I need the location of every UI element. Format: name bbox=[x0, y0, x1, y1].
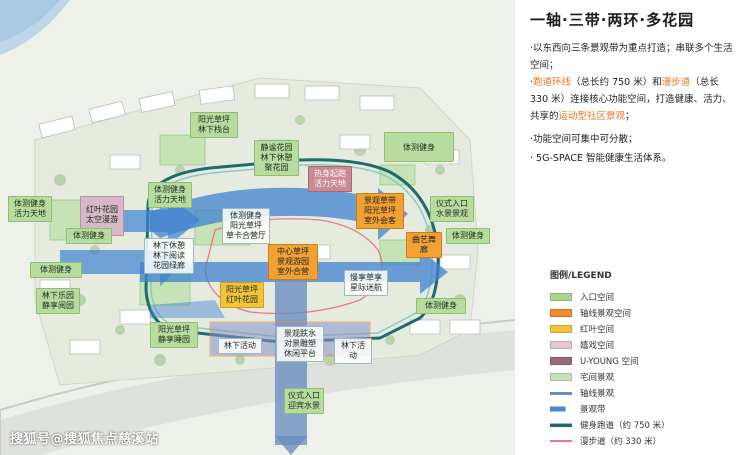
label-ceremony-entrance-east: 仪式入口 水景景观 bbox=[430, 196, 474, 222]
label-fitness-lawn-hall: 体测健身 阳光草坪 草卡合营厅 bbox=[222, 208, 270, 244]
bullet-2-segment: ； bbox=[625, 111, 635, 122]
label-waterfall-platform: 景观跌水 对景雕塑 休闲平台 bbox=[276, 326, 324, 362]
legend-item: 景观带 bbox=[550, 402, 606, 416]
bullet-2: ·跑道环线（总长约 750 米）和漫步道（总长 330 米）连接核心功能空间，打… bbox=[530, 74, 735, 125]
label-forest-reading: 林下休憩 林下阅读 花园绿廊 bbox=[144, 238, 194, 274]
label-sunny-lawn-platform: 阳光草坪 林下栈台 bbox=[190, 112, 238, 138]
legend-label: 红叶空间 bbox=[580, 325, 615, 335]
label-central-lawn: 中心草坪 景观游园 室外合营 bbox=[268, 244, 318, 280]
legend-swatch bbox=[550, 309, 572, 317]
bullet-3: ·功能空间可集中可分散； bbox=[530, 131, 735, 148]
legend-item: 入口空间 bbox=[550, 290, 614, 304]
legend-item: 轴线景观 bbox=[550, 386, 614, 400]
legend-swatch bbox=[550, 404, 572, 414]
label-fitness-test-3: 体测健身 bbox=[66, 228, 112, 244]
label-warmup-start: 热身起跑 活力天地 bbox=[308, 166, 352, 192]
label-fitness-test-5: 体测健身 bbox=[416, 298, 466, 314]
legend-label: 轴线景观空间 bbox=[580, 309, 632, 319]
panel-title: 一轴·三带·两环·多花园 bbox=[530, 11, 695, 29]
info-panel: 一轴·三带·两环·多花园 ·以东西向三条景观带为重点打造；串联多个生活空间； ·跑… bbox=[520, 0, 740, 455]
legend-label: U-YOUNG 空间 bbox=[580, 357, 639, 367]
legend-label: 嬉戏空间 bbox=[580, 341, 615, 351]
legend-swatch bbox=[550, 325, 572, 333]
legend-swatch bbox=[550, 357, 572, 365]
legend-item: 宅间景观 bbox=[550, 370, 614, 384]
label-sunny-lawn-quiet: 阳光草坪 静享睡园 bbox=[150, 322, 198, 348]
bullet-2-segment: · bbox=[530, 77, 534, 88]
label-forest-paradise: 林下乐园 静享阅园 bbox=[36, 288, 80, 314]
bullet-4: · 5G-SPACE 智能健康生活体系。 bbox=[530, 150, 735, 167]
bullet-3-segment: ·功能空间可集中可分散； bbox=[530, 134, 638, 145]
label-forest-activity-2: 林下活动 bbox=[334, 338, 372, 364]
legend-item: 红叶空间 bbox=[550, 322, 614, 336]
bullet-2-segment: 跑道环线 bbox=[533, 77, 572, 88]
label-fitness-vitality-2: 体测健身 活力天地 bbox=[8, 196, 52, 222]
bullet-2-segment: （总长 330 米）连接核心功能空间，打造健康、活力、共享的 bbox=[530, 77, 732, 122]
bullet-4-segment: · 5G-SPACE 智能健康生活体系。 bbox=[530, 153, 672, 164]
label-sunny-red-leaf: 阳光草坪 红叶花园 bbox=[220, 282, 264, 308]
bullet-1: ·以东西向三条景观带为重点打造；串联多个生活空间； bbox=[530, 40, 735, 74]
watermark: 搜狐号@搜狐焦点慈溪站 bbox=[10, 432, 159, 447]
legend-item: 轴线景观空间 bbox=[550, 306, 631, 320]
legend-item: 健身跑道（约 750 米） bbox=[550, 418, 670, 432]
legend-label: 景观带 bbox=[580, 405, 606, 415]
bullet-1-segment: ·以东西向三条景观带为重点打造；串联多个生活空间； bbox=[530, 43, 733, 71]
legend-swatch bbox=[550, 373, 572, 381]
legend-swatch bbox=[550, 440, 572, 442]
label-quiet-garden: 静谧花园 林下休憩 聚花园 bbox=[254, 140, 299, 176]
label-forest-activity-1: 林下活动 bbox=[218, 338, 262, 354]
legend-swatch bbox=[550, 391, 572, 395]
legend-label: 宅间景观 bbox=[580, 373, 615, 383]
bullet-2-segment: （总长约 750 米）和 bbox=[571, 77, 662, 88]
legend-label: 健身跑道（约 750 米） bbox=[580, 421, 670, 431]
legend-label: 漫步道（约 330 米） bbox=[580, 437, 662, 447]
label-fitness-vitality-1: 体测健身 活力天地 bbox=[148, 182, 192, 208]
label-fitness-test-4: 体测健身 bbox=[446, 228, 490, 244]
legend-title: 图例/LEGEND bbox=[550, 271, 612, 281]
label-landscape-grass-belt: 景观草带 阳光草坪 室外会客 bbox=[356, 193, 404, 229]
legend-item: U-YOUNG 空间 bbox=[550, 354, 639, 368]
label-opera-corridor: 曲艺舞廊 bbox=[406, 232, 442, 258]
bullet-2-segment: 运动型社区景观 bbox=[558, 111, 626, 122]
legend-swatch bbox=[550, 293, 572, 301]
legend-label: 入口空间 bbox=[580, 293, 615, 303]
label-slow-enjoy: 慢享草享 星际迷航 bbox=[344, 270, 388, 296]
site-plan: 阳光草坪 林下栈台 静谧花园 林下休憩 聚花园 热身起跑 活力天地 体测健身 体… bbox=[0, 0, 515, 455]
legend-item: 嬉戏空间 bbox=[550, 338, 614, 352]
legend-swatch bbox=[550, 423, 572, 427]
legend-label: 轴线景观 bbox=[580, 389, 615, 399]
label-fitness-test-1: 体测健身 bbox=[384, 132, 454, 162]
legend-item: 漫步道（约 330 米） bbox=[550, 434, 661, 448]
label-ceremony-entrance-south: 仪式入口 迎宾水景 bbox=[284, 388, 324, 414]
legend-swatch bbox=[550, 341, 572, 349]
label-fitness-test-2: 体测健身 bbox=[30, 262, 82, 278]
bullet-2-segment: 漫步道 bbox=[661, 77, 691, 88]
